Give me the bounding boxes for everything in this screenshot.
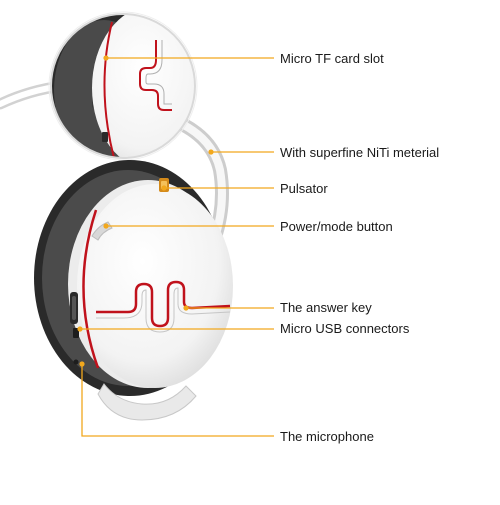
label-microphone: The microphone	[280, 429, 374, 444]
callout-leaders	[80, 57, 274, 437]
main-earcup	[34, 160, 233, 421]
label-pulsator: Pulsator	[280, 181, 328, 196]
dot-answer	[183, 305, 189, 311]
dot-mic	[79, 361, 85, 367]
label-power-mode-button: Power/mode button	[280, 219, 393, 234]
dot-tf	[103, 55, 109, 61]
leader-mic	[81, 364, 274, 437]
callout-dots	[77, 55, 214, 367]
label-micro-usb-connectors: Micro USB connectors	[280, 321, 410, 336]
dot-pulsator	[161, 185, 167, 191]
label-micro-tf-card-slot: Micro TF card slot	[280, 51, 384, 66]
dot-power	[103, 223, 109, 229]
label-answer-key: The answer key	[280, 300, 372, 315]
label-niti-material: With superfine NiTi meterial	[280, 145, 440, 160]
inset-detail	[51, 14, 195, 158]
dot-niti	[208, 149, 214, 155]
dot-usb	[77, 326, 83, 332]
